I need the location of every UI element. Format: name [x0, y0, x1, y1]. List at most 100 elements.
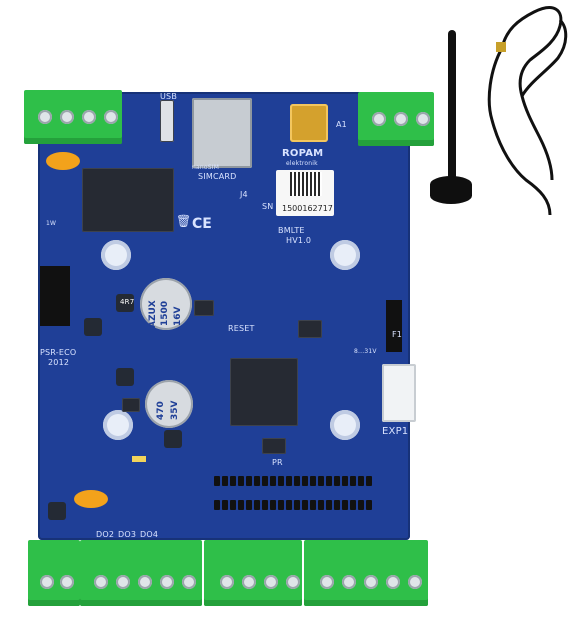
board-version-label: HV1.0 — [286, 236, 312, 245]
usb-port — [160, 100, 174, 142]
recycle-bin-icon: 🗑 — [176, 214, 192, 228]
inductor — [116, 294, 134, 312]
fuse-top — [46, 152, 80, 170]
smd — [286, 500, 292, 510]
capacitor-1 — [84, 318, 102, 336]
sma-connector — [290, 104, 328, 142]
smd — [294, 476, 300, 486]
smd — [254, 476, 260, 486]
board-label: BMLTE — [278, 226, 305, 235]
screw-b3 — [94, 575, 108, 589]
smd — [302, 500, 308, 510]
screw-b4 — [116, 575, 130, 589]
a1-label: A1 — [336, 120, 347, 129]
smd — [222, 500, 228, 510]
cap-top-text-2: 1500 — [160, 300, 170, 326]
screw-6 — [394, 112, 408, 126]
screw-b10 — [264, 575, 278, 589]
smd — [222, 476, 228, 486]
do2-label: DO2 — [96, 530, 115, 539]
brand-label: ROPAM — [282, 148, 324, 159]
smd — [262, 476, 268, 486]
usb-label: USB — [160, 92, 178, 101]
small-ic-2 — [194, 300, 214, 316]
simcard-label: SIMCARD — [198, 172, 237, 181]
terminal-block-bottom-2 — [80, 540, 202, 606]
smd — [286, 476, 292, 486]
smd — [358, 476, 364, 486]
screw-b1 — [40, 575, 54, 589]
exp1-label: EXP1 — [382, 426, 409, 437]
smd — [350, 476, 356, 486]
smd — [350, 500, 356, 510]
sn-label: SN — [262, 202, 274, 211]
screw-b9 — [242, 575, 256, 589]
screw-b13 — [342, 575, 356, 589]
electrolytic-cap-top — [140, 278, 192, 330]
ce-mark-icon: CE — [192, 216, 212, 232]
smd — [254, 500, 260, 510]
screw-b2 — [60, 575, 74, 589]
smd — [302, 476, 308, 486]
screw-b15 — [386, 575, 400, 589]
small-ic-4 — [122, 398, 140, 412]
smd-row-1 — [214, 476, 372, 486]
screw-3 — [82, 110, 96, 124]
smd — [318, 476, 324, 486]
smd — [310, 500, 316, 510]
smd — [238, 476, 244, 486]
right-header — [386, 300, 402, 352]
mount-hole-1 — [101, 240, 131, 270]
f1-label: F1 — [392, 330, 403, 339]
smd — [278, 500, 284, 510]
mount-hole-4 — [330, 410, 360, 440]
pr-label: PR — [272, 458, 283, 467]
smd — [230, 500, 236, 510]
j4-label: J4 — [240, 190, 248, 199]
terminal-block-bottom-3 — [204, 540, 302, 606]
terminal-block-bottom-1 — [28, 540, 80, 606]
screw-1 — [38, 110, 52, 124]
smd — [246, 476, 252, 486]
smd-row-2 — [214, 500, 372, 510]
screw-b12 — [320, 575, 334, 589]
yellow-component — [132, 456, 146, 462]
voltage-range-label: 8...31V — [354, 348, 377, 355]
nanosim-label: nanoSIM — [192, 164, 220, 171]
do3-label: DO3 — [118, 530, 137, 539]
antenna-rod — [448, 30, 456, 180]
do4-label: DO4 — [140, 530, 159, 539]
capacitor-2 — [116, 368, 134, 386]
smd — [270, 500, 276, 510]
screw-b5 — [138, 575, 152, 589]
sim-slot — [192, 98, 252, 168]
screw-2 — [60, 110, 74, 124]
cap-bottom-text-1: 470 — [156, 401, 166, 420]
brand-sub-label: elektronik — [286, 160, 318, 167]
reset-label: RESET — [228, 324, 255, 333]
smd — [366, 500, 372, 510]
screw-4 — [104, 110, 118, 124]
screw-b8 — [220, 575, 234, 589]
smd — [326, 476, 332, 486]
smd — [334, 476, 340, 486]
smd — [310, 476, 316, 486]
smd — [366, 476, 372, 486]
psr-eco-label: PSR-ECO — [40, 348, 77, 357]
smd — [326, 500, 332, 510]
serial-text: 1500162717 — [282, 204, 333, 213]
cap-top-text-3: 16V — [173, 306, 183, 327]
smd — [334, 500, 340, 510]
screw-b14 — [364, 575, 378, 589]
terminal-block-bottom-4 — [304, 540, 428, 606]
smd — [294, 500, 300, 510]
smd — [342, 476, 348, 486]
screw-b11 — [286, 575, 300, 589]
mount-hole-3 — [103, 410, 133, 440]
fuse-bottom — [74, 490, 108, 508]
antenna-base — [430, 176, 472, 204]
small-ic-1 — [298, 320, 322, 338]
screw-b7 — [182, 575, 196, 589]
smd — [246, 500, 252, 510]
